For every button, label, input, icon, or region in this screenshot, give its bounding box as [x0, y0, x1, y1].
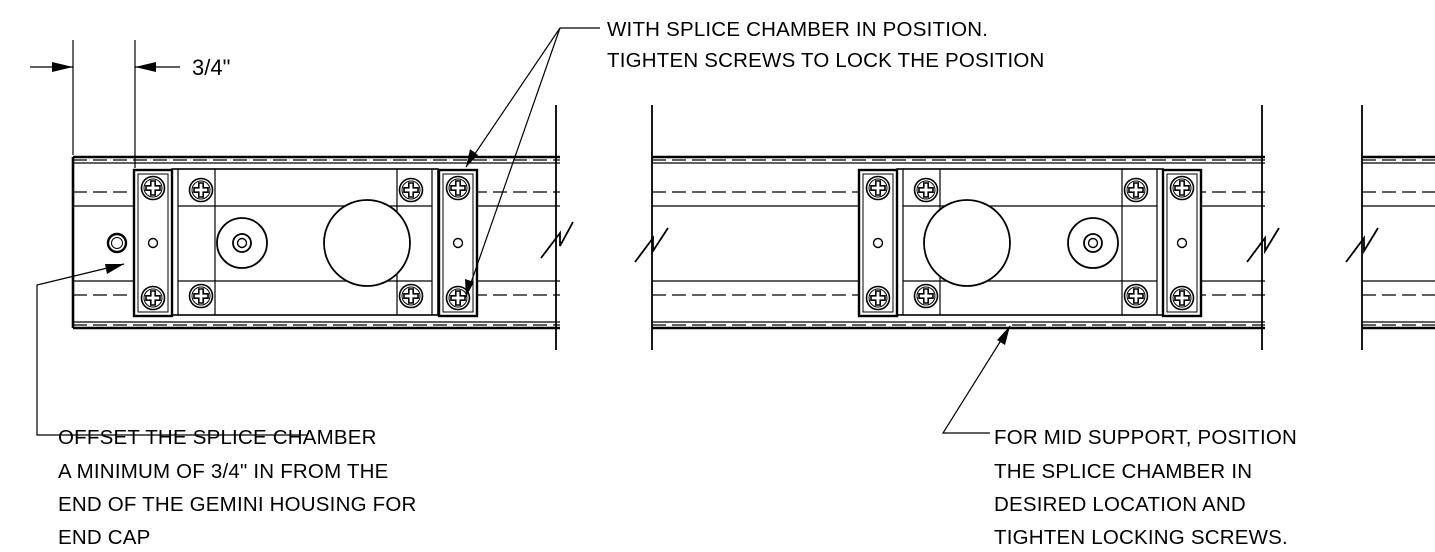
lock-plate-middle-b [1163, 170, 1201, 316]
leader-bottom-left [36, 263, 308, 436]
note-bl-line-1: OFFSET THE SPLICE CHAMBER [58, 426, 377, 449]
lock-plate-left-a [134, 170, 172, 316]
cable-fitting-left [216, 217, 268, 269]
note-bl-line-4: END CAP [58, 526, 151, 549]
dimension-offset [30, 40, 180, 168]
knockout-middle [923, 199, 1011, 287]
leader-bottom-right [941, 325, 1011, 434]
note-bl-line-2: A MINIMUM OF 3/4" IN FROM THE [58, 460, 388, 483]
note-top-line-1: WITH SPLICE CHAMBER IN POSITION. [607, 18, 988, 41]
note-br-line-2: THE SPLICE CHAMBER IN [994, 460, 1252, 483]
break-symbol-middle-left [634, 227, 669, 263]
note-bottom-left: OFFSET THE SPLICE CHAMBER A MINIMUM OF 3… [58, 426, 417, 549]
note-top-line-2: TIGHTEN SCREWS TO LOCK THE POSITION [607, 49, 1045, 72]
break-symbol-right [1345, 227, 1379, 263]
end-cap-plug [106, 232, 128, 254]
break-symbol-left [540, 221, 574, 259]
note-bl-line-3: END OF THE GEMINI HOUSING FOR [58, 493, 417, 516]
lock-plate-left-b [439, 170, 477, 316]
leader-top [465, 27, 600, 298]
cable-fitting-middle [1067, 217, 1119, 269]
note-top: WITH SPLICE CHAMBER IN POSITION. TIGHTEN… [607, 18, 1045, 72]
splice-chamber-left [171, 168, 439, 316]
housing-left [71, 105, 560, 350]
housing-right [1361, 105, 1435, 350]
knockout-left [323, 199, 411, 287]
dimension-label: 3/4" [192, 55, 230, 80]
note-br-line-3: DESIRED LOCATION AND [994, 493, 1246, 516]
break-symbol-middle-right [1246, 227, 1280, 263]
lock-plate-middle-a [859, 170, 897, 316]
note-bottom-right: FOR MID SUPPORT, POSITION THE SPLICE CHA… [994, 426, 1297, 549]
splice-chamber-middle [896, 168, 1164, 316]
note-br-line-4: TIGHTEN LOCKING SCREWS. [994, 526, 1288, 549]
note-br-line-1: FOR MID SUPPORT, POSITION [994, 426, 1297, 449]
